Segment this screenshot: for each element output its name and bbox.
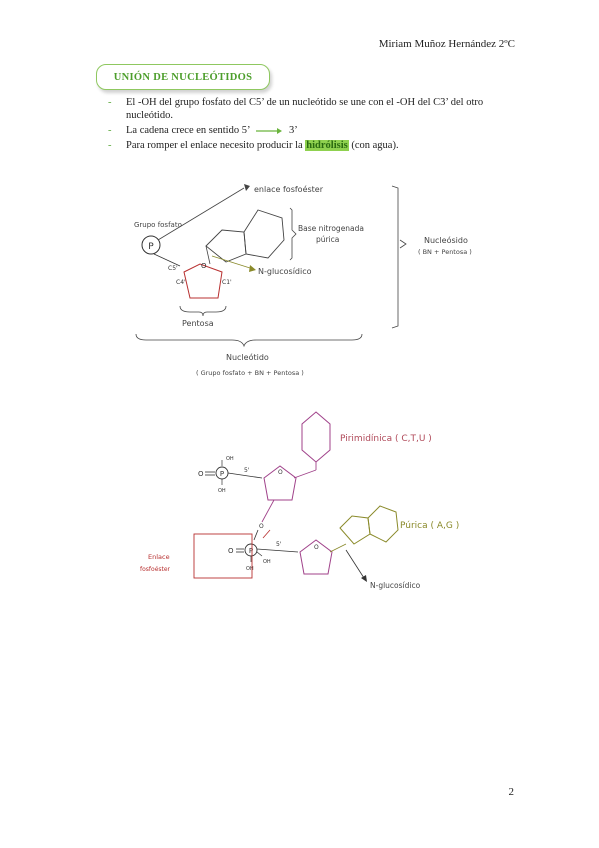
grupo-fosfato-label: Grupo fosfato <box>134 221 182 229</box>
enlace-label: Enlace <box>148 553 170 561</box>
pentose-brace <box>179 305 227 317</box>
bullet-dash: - <box>108 125 112 136</box>
bullet-item: - La cadena crece en sentido 5’ 3’ <box>108 124 528 137</box>
purica-label: púrica <box>316 235 339 244</box>
purine-glycosidic-bond <box>329 543 347 553</box>
oxygen-label: O <box>198 470 204 478</box>
author-name: Miriam Muñoz Hernández 2ºC <box>378 38 515 50</box>
c5-bond <box>227 472 263 479</box>
phosphate-circle <box>141 235 161 255</box>
arrow-head-icon <box>361 575 367 582</box>
section-heading: UNIÓN DE NUCLEÓTIDOS <box>96 64 270 90</box>
five-prime-label: 5' <box>276 541 282 548</box>
bullet-text: Para romper el enlace necesito producir … <box>126 140 303 151</box>
phosphate-circle <box>244 543 258 557</box>
n-glucosidico-pointer <box>211 255 251 269</box>
lower-pentose-ring <box>299 539 333 575</box>
five-prime-label: 5' <box>244 467 250 474</box>
enlace-fosfoester-label: enlace fosfoéster <box>254 184 324 194</box>
ring-oxygen-label: O <box>201 262 207 270</box>
purica-label: Púrica ( A,G ) <box>400 521 459 531</box>
phosphate-bond <box>153 253 181 267</box>
nucleotido-label: Nucleótido <box>226 352 269 362</box>
nucleotide-structure-diagram: P Grupo fosfato O C5' C4' C1' Pentosa en… <box>134 184 472 377</box>
purine-six-ring <box>367 505 399 543</box>
purine-five-ring <box>339 515 371 545</box>
ring-oxygen-label: O <box>314 544 319 551</box>
c5-bond <box>256 548 299 553</box>
oh-label: OH <box>246 566 254 572</box>
fosfoester-label: fosfoéster <box>140 566 171 573</box>
c5-label: C5' <box>168 265 178 272</box>
pyrimidine-ring <box>301 411 331 463</box>
phosphate-p-label: P <box>249 547 253 555</box>
red-pointer <box>262 529 271 539</box>
pyrimidine-glycosidic-bond <box>293 469 317 479</box>
pentose-ring <box>183 263 223 299</box>
n-glucosidico-pointer <box>345 549 365 579</box>
bridge-bond <box>253 529 259 541</box>
bullet-text: 3’ <box>288 125 298 136</box>
bullet-item: - Para romper el enlace necesito produci… <box>108 139 528 152</box>
highlighted-term: hidrólisis <box>305 140 349 151</box>
bullet-text: (con agua). <box>351 140 399 151</box>
oh-bond <box>256 551 263 557</box>
page-number: 2 <box>508 786 515 798</box>
phosphate-circle <box>215 466 229 480</box>
c1-label: C1' <box>222 279 232 286</box>
phosphate-p-label: P <box>148 242 154 252</box>
base-nitrogenada-label: Base nitrogenada <box>298 224 364 233</box>
c4-label: C4' <box>176 279 186 286</box>
purine-six-ring <box>243 209 285 259</box>
bullet-list: - El -OH del grupo fosfato del C5’ de un… <box>108 96 528 154</box>
phosphate-p-label: P <box>220 470 224 478</box>
base-brace <box>289 207 297 261</box>
fosfoester-pointer <box>157 187 245 241</box>
bullet-dash: - <box>108 97 112 108</box>
nucleotido-composition-label: ( Grupo fosfato + BN + Pentosa ) <box>196 369 304 377</box>
bullet-item: - El -OH del grupo fosfato del C5’ de un… <box>108 96 528 122</box>
ring-oxygen-label: O <box>278 469 283 476</box>
bullet-dash: - <box>108 140 112 151</box>
n-glucosidico-label: N-glucosídico <box>258 267 312 276</box>
c3-bond <box>261 499 275 523</box>
bullet-text: La cadena crece en sentido 5’ <box>126 125 250 136</box>
oh-label: OH <box>226 456 234 462</box>
nucleoside-bracket-point <box>399 239 407 249</box>
nucleotide-brace <box>135 333 363 348</box>
pirimidinica-label: Pirimidínica ( C,T,U ) <box>340 434 432 444</box>
glycosidic-bond <box>205 245 211 265</box>
arrow-head-icon <box>249 265 256 272</box>
bullet-text: El -OH del grupo fosfato del C5’ de un n… <box>126 97 484 121</box>
purine-five-ring <box>205 229 247 263</box>
right-arrow-icon <box>256 127 283 134</box>
nucleoside-bracket <box>391 185 399 329</box>
arrow-head-icon <box>244 184 250 191</box>
n-glucosidico-label: N-glucosídico <box>370 581 421 590</box>
pentosa-label: Pentosa <box>182 319 214 328</box>
nucleosido-label: Nucleósido <box>424 235 468 245</box>
fosfoester-highlight-box <box>193 533 253 579</box>
oxygen-label: O <box>228 547 234 555</box>
nucleosido-composition-label: ( BN + Pentosa ) <box>418 248 472 256</box>
bridging-oxygen-label: O <box>259 523 264 530</box>
oh-label: OH <box>263 559 271 565</box>
oh-label: OH <box>218 488 226 494</box>
upper-pentose-ring <box>263 465 297 501</box>
